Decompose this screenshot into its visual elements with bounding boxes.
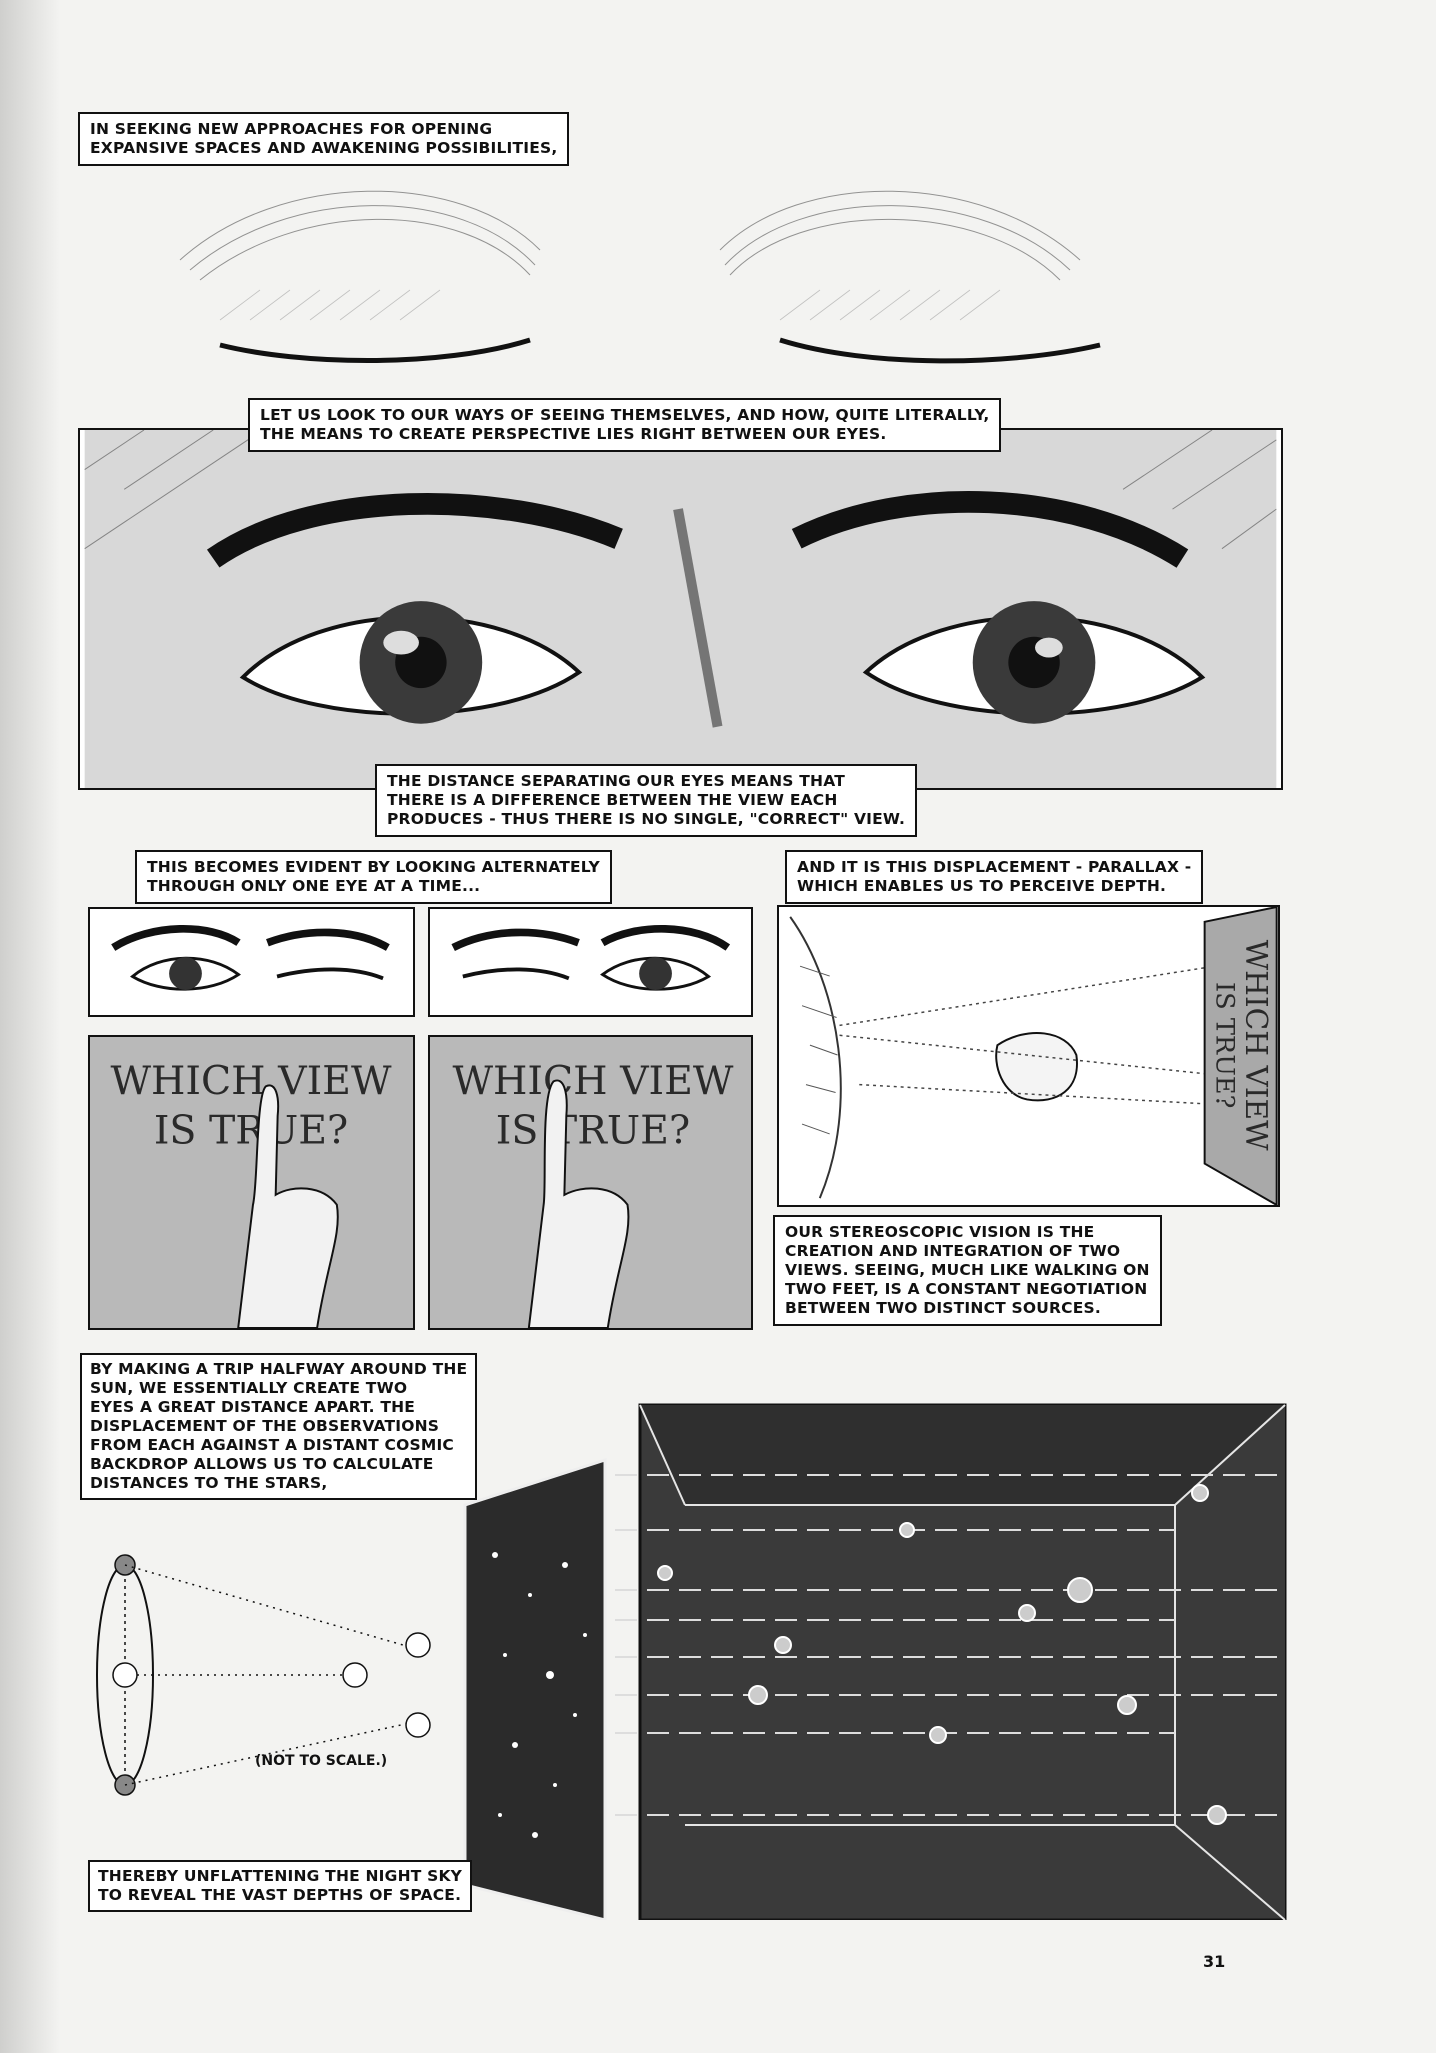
- caption-intro: IN SEEKING NEW APPROACHES FOR OPENING EX…: [78, 112, 570, 166]
- other-eye-open-drawing: [451, 925, 731, 991]
- page-gutter-shadow: [0, 0, 60, 2053]
- star-depth-panel: [455, 1395, 1295, 1922]
- card-left-panel: WHICH VIEW IS TRUE?: [88, 1035, 415, 1330]
- caption-evident: THIS BECOMES EVIDENT BY LOOKING ALTERNAT…: [135, 850, 612, 904]
- parallax-card-line-1: WHICH VIEW: [1239, 940, 1273, 1151]
- caption-parallax: AND IT IS THIS DISPLACEMENT - PARALLAX -…: [785, 850, 1204, 904]
- orbit-diagram-drawing: (NOT TO SCALE.): [96, 1554, 431, 1796]
- not-to-scale-note: (NOT TO SCALE.): [255, 1753, 387, 1769]
- caption-trip: BY MAKING A TRIP HALFWAY AROUND THE SUN,…: [80, 1353, 478, 1500]
- one-eye-open-drawing: [111, 925, 390, 991]
- card-right-line-1: WHICH VIEW: [452, 1058, 733, 1104]
- left-eye-closed-panel: [428, 907, 753, 1017]
- card-left-drawing: WHICH VIEW IS TRUE?: [111, 1058, 392, 1328]
- parallax-card-line-2: IS TRUE?: [1209, 982, 1239, 1108]
- parallax-drawing: WHICH VIEW IS TRUE?: [789, 907, 1278, 1205]
- caption-distance: THE DISTANCE SEPARATING OUR EYES MEANS T…: [375, 764, 918, 837]
- orbit-diagram: (NOT TO SCALE.): [80, 1545, 480, 1815]
- parallax-panel: WHICH VIEW IS TRUE?: [777, 905, 1280, 1207]
- caption-unflatten: THEREBY UNFLATTENING THE NIGHT SKY TO RE…: [88, 1860, 473, 1912]
- open-eyes-drawing: [84, 430, 1277, 788]
- card-right-line-2: IS TRUE?: [496, 1108, 690, 1154]
- star-depth-drawing: [463, 1403, 1287, 1922]
- card-right-drawing: WHICH VIEW IS TRUE?: [452, 1058, 734, 1328]
- right-eye-closed-panel: [88, 907, 415, 1017]
- caption-stereo: OUR STEREOSCOPIC VISION IS THE CREATION …: [773, 1215, 1162, 1326]
- card-left-line-1: WHICH VIEW: [111, 1058, 392, 1104]
- page-number: 31: [1203, 1952, 1226, 1971]
- open-eyes-panel: [78, 428, 1283, 790]
- caption-look: LET US LOOK TO OUR WAYS OF SEEING THEMSE…: [248, 398, 1002, 452]
- closed-eyes-drawing: [179, 190, 1101, 364]
- card-left-line-2: IS TRUE?: [154, 1108, 348, 1154]
- closed-eyes-panel: [80, 130, 1260, 420]
- card-right-panel: WHICH VIEW IS TRUE?: [428, 1035, 753, 1330]
